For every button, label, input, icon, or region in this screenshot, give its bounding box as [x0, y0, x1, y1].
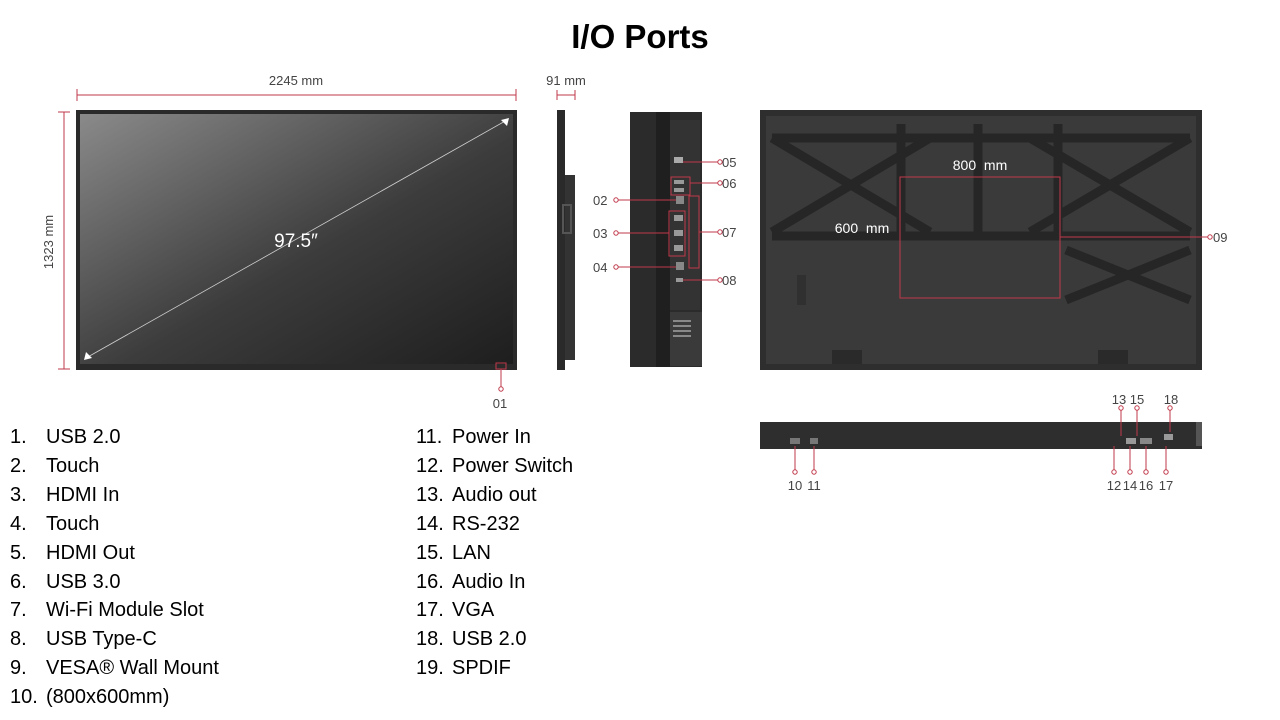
- item-label: Touch: [46, 454, 100, 477]
- list-item: 11. Power In: [416, 423, 573, 452]
- depth-dimension: 91 mm: [546, 73, 586, 88]
- callout-04: 04: [593, 260, 607, 275]
- item-label: Touch: [46, 512, 100, 535]
- item-label: VESA® Wall Mount: [46, 657, 219, 680]
- item-number: 7.: [10, 599, 27, 622]
- item-label: Audio In: [452, 570, 526, 593]
- item-number: 3.: [10, 483, 27, 506]
- callout-02: 02: [593, 193, 607, 208]
- list-item: 14. RS-232: [416, 510, 573, 539]
- list-item: 7. Wi-Fi Module Slot: [10, 596, 219, 625]
- item-number: 13.: [416, 483, 444, 506]
- item-label: Power Switch: [452, 454, 574, 477]
- callout-16: 16: [1139, 478, 1153, 493]
- list-item: 3. HDMI In: [10, 481, 219, 510]
- item-label: Power In: [452, 426, 531, 448]
- list-item: 13. Audio out: [416, 481, 573, 510]
- item-label: USB 3.0: [46, 570, 121, 593]
- port-list-left: 1. USB 2.0 2. Touch 3. HDMI In 4. Touch 5. HD…: [10, 423, 219, 712]
- item-number: 2.: [10, 454, 27, 477]
- item-label: Audio out: [452, 483, 537, 506]
- item-number: 16.: [416, 570, 444, 593]
- side-port-panel: 05 06 07 08 02 03 04: [593, 112, 736, 367]
- callout-14: 14: [1123, 478, 1137, 493]
- list-item: 5. HDMI Out: [10, 539, 219, 568]
- list-item: 17. VGA: [416, 596, 573, 625]
- list-item: 1. USB 2.0: [10, 423, 219, 452]
- list-item: 16. Audio In: [416, 568, 573, 597]
- item-number: 9.: [10, 657, 27, 680]
- item-label: USB 2.0: [452, 628, 527, 651]
- item-number: 8.: [10, 628, 27, 651]
- callout-18: 18: [1164, 392, 1178, 407]
- list-item: 2. Touch: [10, 452, 219, 481]
- list-item: 15. LAN: [416, 539, 573, 568]
- item-label: USB 2.0: [46, 426, 121, 448]
- callout-06: 06: [722, 176, 736, 191]
- height-dimension: 1323 mm: [41, 215, 56, 269]
- front-view: 2245 mm 1323 mm 97.5″ 01: [41, 73, 517, 411]
- item-label: LAN: [452, 541, 491, 564]
- back-view: 800 mm 600 mm 09: [760, 110, 1227, 370]
- item-number: 10.: [10, 686, 38, 709]
- side-view: 91 mm: [546, 73, 586, 370]
- item-label: Wi-Fi Module Slot: [46, 599, 204, 622]
- callout-10: 10: [788, 478, 802, 493]
- callout-01: 01: [493, 396, 507, 411]
- list-item: 6. USB 3.0: [10, 568, 219, 597]
- callout-12: 12: [1107, 478, 1121, 493]
- list-item: 4. Touch: [10, 510, 219, 539]
- callout-07: 07: [722, 225, 736, 240]
- width-dimension: 2245 mm: [269, 73, 323, 88]
- item-label: USB Type-C: [46, 628, 157, 651]
- page-title: I/O Ports: [571, 18, 709, 55]
- callout-09: 09: [1213, 230, 1227, 245]
- callout-15: 15: [1130, 392, 1144, 407]
- item-number: 14.: [416, 512, 444, 535]
- callout-13: 13: [1112, 392, 1126, 407]
- item-number: 1.: [10, 426, 27, 448]
- list-item: 12. Power Switch: [416, 452, 573, 481]
- vesa-width-label: 800 mm: [953, 157, 1007, 173]
- callout-05: 05: [722, 155, 736, 170]
- bottom-view: 10 11 12 14 16 17 13 15 18: [760, 392, 1202, 493]
- callout-17: 17: [1159, 478, 1173, 493]
- item-number: 5.: [10, 541, 27, 564]
- callout-08: 08: [722, 273, 736, 288]
- item-label: HDMI In: [46, 483, 120, 506]
- port-list-right: 11. Power In 12. Power Switch 13. Audio out…: [416, 423, 573, 683]
- vesa-height-label: 600 mm: [835, 220, 889, 236]
- list-item: 19. SPDIF: [416, 654, 573, 683]
- item-number: 17.: [416, 599, 444, 622]
- callout-03: 03: [593, 226, 607, 241]
- item-label: VGA: [452, 599, 495, 622]
- item-label: SPDIF: [452, 657, 511, 680]
- item-number: 18.: [416, 628, 444, 651]
- list-item: 18. USB 2.0: [416, 625, 573, 654]
- item-number: 15.: [416, 541, 444, 564]
- item-number: 4.: [10, 512, 27, 535]
- callout-11: 11: [807, 478, 821, 493]
- item-label: (800x600mm): [46, 686, 170, 709]
- list-item: 10. (800x600mm): [10, 683, 219, 712]
- item-number: 6.: [10, 570, 27, 593]
- diagonal-label: 97.5″: [274, 231, 318, 252]
- list-item: 8. USB Type-C: [10, 625, 219, 654]
- item-label: RS-232: [452, 512, 520, 535]
- item-number: 12.: [416, 454, 444, 477]
- item-number: 11.: [416, 426, 443, 448]
- item-number: 19.: [416, 657, 444, 680]
- list-item: 9. VESA® Wall Mount: [10, 654, 219, 683]
- item-label: HDMI Out: [46, 541, 135, 564]
